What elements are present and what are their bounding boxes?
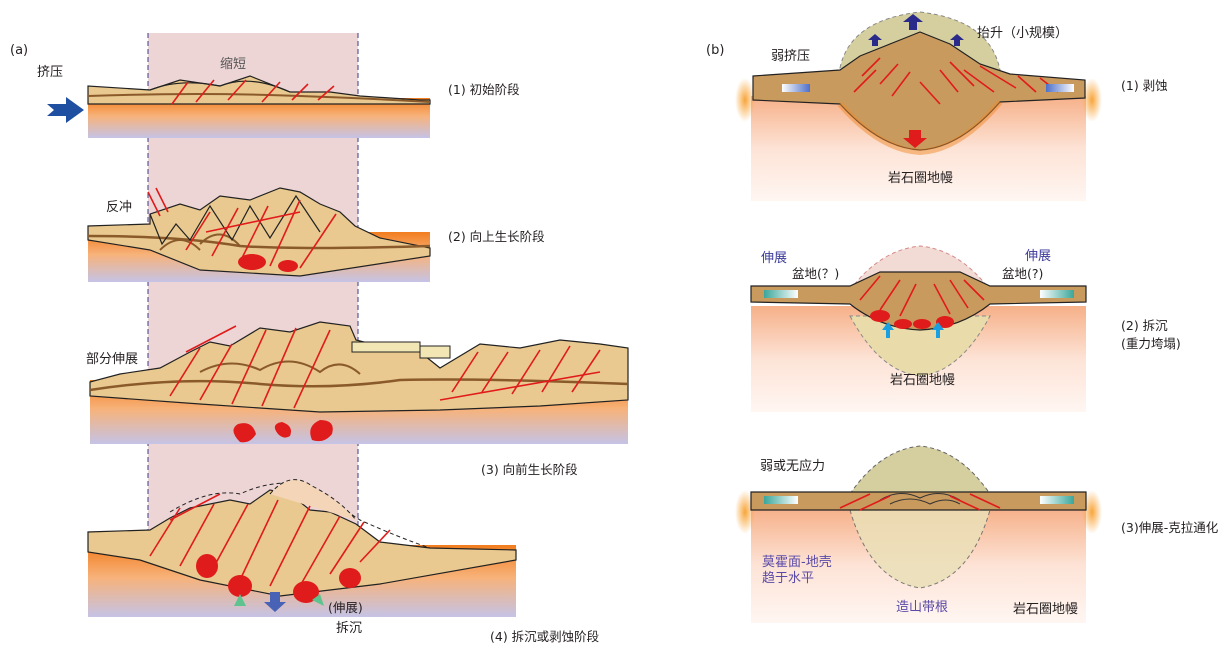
extension-arrow-icon: [1040, 496, 1074, 504]
backthrust-label: 反冲: [106, 200, 132, 215]
stage-a2-section: [88, 188, 430, 282]
extension-arrow-icon: [764, 290, 798, 298]
compression-label: 挤压: [37, 65, 63, 80]
weak-compression-label: 弱挤压: [771, 49, 810, 64]
orogen-root-label: 造山带根: [896, 600, 948, 615]
partial-extension-label: 部分伸展: [86, 352, 138, 367]
mantle-label-3: 岩石圈地幔: [1013, 602, 1078, 617]
compression-arrow-icon: [47, 97, 84, 123]
magma-body: [238, 254, 266, 270]
moho-label-2: 趋于水平: [762, 571, 814, 586]
weak-stress-label: 弱或无应力: [760, 458, 825, 474]
shortening-label: 缩短: [220, 56, 246, 72]
magma-body: [278, 260, 298, 272]
panel-a-label: (a): [10, 43, 28, 58]
panel-b: (b) 弱挤压 抬升（小规模） 岩石圈地幔 伸展 伸展 盆地(？) 盆地(?) …: [706, 12, 1219, 623]
panel-a: (a) 挤压 缩短 反冲 部分伸展 (伸展) 拆沉 (1) 初始阶段 (2) 向…: [10, 33, 628, 644]
stage-a1-section: [47, 76, 430, 138]
basin-label-left: 盆地(？): [792, 266, 839, 281]
mantle-label-1: 岩石圈地幔: [888, 171, 953, 186]
basin-label-right: 盆地(?): [1002, 266, 1043, 281]
stage-a1-label: (1) 初始阶段: [448, 82, 520, 97]
moho-label-1: 莫霍面-地壳: [762, 555, 832, 570]
stage-b3-label: (3)伸展-克拉通化: [1121, 520, 1219, 535]
extension-arrow-icon: [764, 496, 798, 504]
push-arrow-icon: [1046, 84, 1074, 92]
stage-b2-sublabel: (重力垮塌): [1121, 336, 1181, 351]
extension-label: (伸展): [328, 600, 363, 615]
extension-arrow-icon: [1040, 290, 1074, 298]
uplift-label: 抬升（小规模）: [977, 26, 1068, 41]
mantle-label-2: 岩石圈地幔: [890, 373, 955, 388]
stage-b2-label: (2) 拆沉: [1121, 318, 1168, 333]
push-arrow-icon: [782, 84, 810, 92]
collapse-label: 拆沉: [336, 621, 362, 636]
stage-a2-label: (2) 向上生长阶段: [448, 229, 545, 244]
stage-a3-label: (3) 向前生长阶段: [481, 462, 578, 477]
stage-b1-label: (1) 剥蚀: [1121, 78, 1168, 93]
extension-label-right: 伸展: [1025, 249, 1051, 264]
extension-label-left: 伸展: [761, 251, 787, 266]
stage-a4-label: (4) 拆沉或剥蚀阶段: [490, 629, 599, 644]
panel-b-label: (b): [706, 43, 724, 58]
